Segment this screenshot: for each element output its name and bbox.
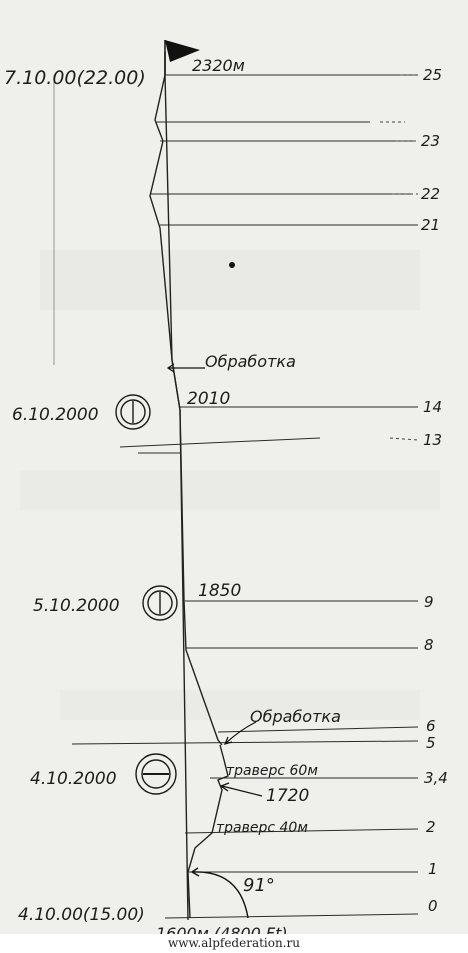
date-label-4-10: 4.10.2000 xyxy=(30,769,117,789)
note-obrabotka-upper: Обработка xyxy=(205,352,296,371)
section-line-6 xyxy=(217,726,419,733)
section-number-2: 2 xyxy=(426,818,436,836)
section-number-23: 23 xyxy=(421,132,440,150)
source-watermark: www.alpfederation.ru xyxy=(0,934,468,953)
date-label-6-10: 6.10.2000 xyxy=(12,405,99,425)
section-number-21: 21 xyxy=(421,216,440,234)
section-line-2 xyxy=(184,828,419,834)
arrow-1720 xyxy=(219,782,263,797)
summit-flag-icon xyxy=(164,40,200,75)
section-number-1: 1 xyxy=(428,860,438,878)
section-number-0: 0 xyxy=(428,897,438,915)
altitude-label-1850: 1850 xyxy=(198,581,241,601)
section-number-5: 5 xyxy=(426,734,436,752)
point-marker xyxy=(229,262,235,268)
section-number-22: 22 xyxy=(421,185,440,203)
note-travers-60: траверс 60м xyxy=(226,763,318,779)
angle-label: 91° xyxy=(243,875,275,896)
note-obrabotka-lower: Обработка xyxy=(250,707,341,726)
section-line-13 xyxy=(119,437,321,448)
date-label-start: 4.10.00(15.00) xyxy=(18,905,145,925)
section-number-9: 9 xyxy=(424,593,434,611)
summit-altitude-label: 2320м xyxy=(192,56,245,75)
obrabotka-arrow-lower xyxy=(223,721,257,745)
section-number-13: 13 xyxy=(423,431,442,449)
section-number-14: 14 xyxy=(423,398,442,416)
section-number-3-4: 3,4 xyxy=(424,769,448,787)
date-label-7-10: 7.10.00(22.00) xyxy=(4,67,146,89)
altitude-label-1720: 1720 xyxy=(266,786,309,806)
section-number-25: 25 xyxy=(423,66,442,84)
route-line xyxy=(53,52,229,921)
altitude-label-2010: 2010 xyxy=(187,389,230,409)
obrabotka-arrow-upper xyxy=(166,363,205,373)
section-number-6: 6 xyxy=(426,717,436,735)
section-lines xyxy=(71,74,419,919)
section-number-8: 8 xyxy=(424,636,434,654)
tent-icon-5-10 xyxy=(142,585,178,621)
paper-texture xyxy=(20,250,440,720)
tent-icon-4-10 xyxy=(135,753,177,795)
section-line-5 xyxy=(71,740,419,745)
section-line-0 xyxy=(164,913,419,919)
date-label-5-10: 5.10.2000 xyxy=(33,596,120,616)
tent-icon-6-10 xyxy=(115,394,151,430)
angle-arc xyxy=(190,867,249,919)
note-travers-40: траверс 40м xyxy=(216,820,308,836)
section-line-dashes xyxy=(380,74,419,441)
